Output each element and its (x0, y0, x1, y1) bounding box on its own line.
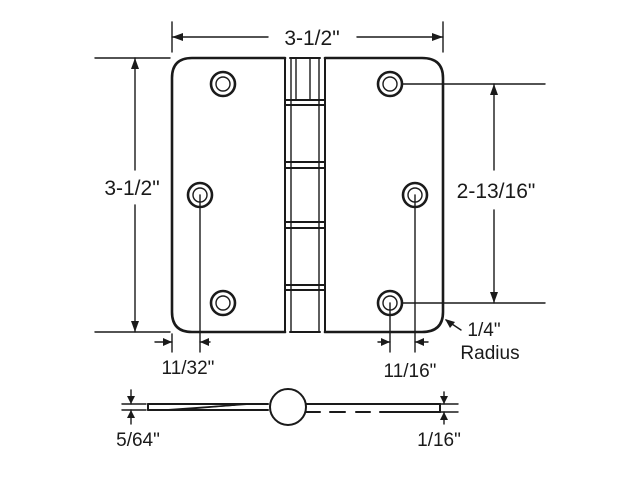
dimension-edge-to-hole-right: 11/16" (377, 194, 437, 382)
corner-radius-label: Radius (460, 343, 519, 364)
screw-hole-top-right (376, 70, 404, 98)
dimension-hole-spacing: 2-13/16" (401, 83, 546, 304)
dimension-overall-height: 3-1/2" (94, 57, 171, 333)
hinge-front-view (170, 56, 445, 334)
screw-hole-top-left (209, 70, 237, 98)
overall-width-label: 3-1/2" (284, 27, 339, 50)
hinge-knuckle (284, 57, 326, 333)
edge-to-hole-right-label: 11/16" (384, 361, 437, 382)
hinge-side-view (147, 388, 441, 426)
corner-radius-value: 1/4" (467, 320, 500, 341)
leaf-thickness-right-label: 1/16" (417, 430, 461, 451)
dimension-leaf-thickness-right: 1/16" (417, 391, 461, 451)
leaf-thickness-left-label: 5/64" (116, 430, 160, 451)
left-leaf (170, 56, 287, 334)
dimension-leaf-thickness-left: 5/64" (116, 389, 160, 451)
dimension-corner-radius: 1/4" Radius (445, 319, 520, 364)
dimension-overall-width: 3-1/2" (171, 21, 444, 53)
dimension-edge-to-hole-left: 11/32" (154, 194, 215, 379)
overall-height-label: 3-1/2" (104, 177, 159, 200)
right-leaf (323, 56, 445, 334)
screw-hole-bottom-left (209, 289, 237, 317)
hole-spacing-label: 2-13/16" (457, 180, 536, 203)
edge-to-hole-left-label: 11/32" (162, 358, 215, 379)
